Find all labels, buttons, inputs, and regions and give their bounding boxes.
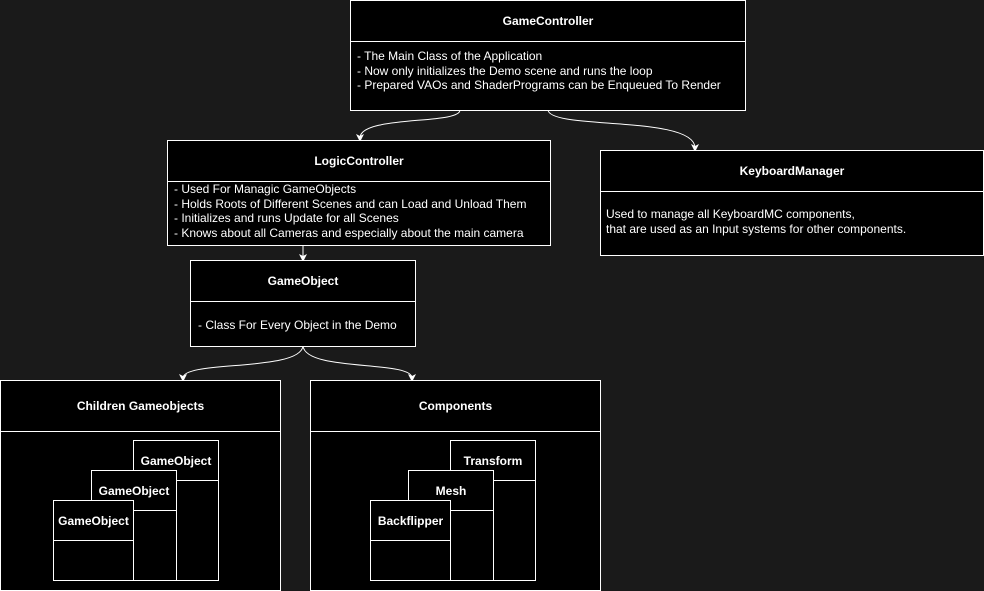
keyboardmanager-body: Used to manage all KeyboardMC components… <box>601 207 983 255</box>
gameobject-line: - Class For Every Object in the Demo <box>198 318 397 332</box>
gamecontroller-line: - Now only initializes the Demo scene an… <box>357 63 653 78</box>
logiccontroller-title: LogicController <box>168 141 550 182</box>
edge-gameobject-children <box>179 345 304 382</box>
components-node[interactable]: Components Transform Mesh Backflipper <box>310 380 601 591</box>
children-gameobjects-title: Children Gameobjects <box>1 381 280 432</box>
logiccontroller-line: - Knows about all Cameras and especially… <box>174 225 524 240</box>
components-title: Components <box>311 381 600 432</box>
logiccontroller-line: - Initializes and runs Update for all Sc… <box>174 211 399 225</box>
keyboardmanager-line: that are used as an Input systems for ot… <box>606 221 907 236</box>
gameobject-node[interactable]: GameObject - Class For Every Object in t… <box>190 260 416 347</box>
edge-gamecontroller-logiccontroller <box>356 109 461 142</box>
child-gameobject-label: GameObject <box>54 501 133 541</box>
gamecontroller-body: - The Main Class of the Application - No… <box>351 49 745 110</box>
children-gameobjects-node[interactable]: Children Gameobjects GameObject GameObje… <box>0 380 281 591</box>
gameobject-title: GameObject <box>191 261 415 302</box>
component-backflipper-label: Backflipper <box>371 501 450 541</box>
component-backflipper-card[interactable]: Backflipper <box>370 500 451 581</box>
component-mesh-label: Mesh <box>409 471 493 511</box>
gamecontroller-node[interactable]: GameController - The Main Class of the A… <box>350 0 746 111</box>
gamecontroller-line: - Prepared VAOs and ShaderPrograms can b… <box>357 78 721 92</box>
edge-gameobject-components <box>302 345 416 382</box>
keyboardmanager-title: KeyboardManager <box>601 151 983 192</box>
logiccontroller-line: - Used For Managic GameObjects <box>174 182 357 196</box>
keyboardmanager-line: Used to manage all KeyboardMC components… <box>606 207 855 221</box>
keyboardmanager-node[interactable]: KeyboardManager Used to manage all Keybo… <box>600 150 984 256</box>
logiccontroller-body: - Used For Managic GameObjects - Holds R… <box>168 182 550 245</box>
logiccontroller-line: - Holds Roots of Different Scenes and ca… <box>174 196 527 211</box>
child-gameobject-card[interactable]: GameObject <box>53 500 134 581</box>
logiccontroller-node[interactable]: LogicController - Used For Managic GameO… <box>167 140 551 246</box>
gamecontroller-line: - The Main Class of the Application <box>357 49 543 63</box>
edge-gamecontroller-keyboardmanager <box>547 109 699 152</box>
child-gameobject-label: GameObject <box>92 471 176 511</box>
gameobject-body: - Class For Every Object in the Demo <box>191 318 415 346</box>
gamecontroller-title: GameController <box>351 1 745 42</box>
